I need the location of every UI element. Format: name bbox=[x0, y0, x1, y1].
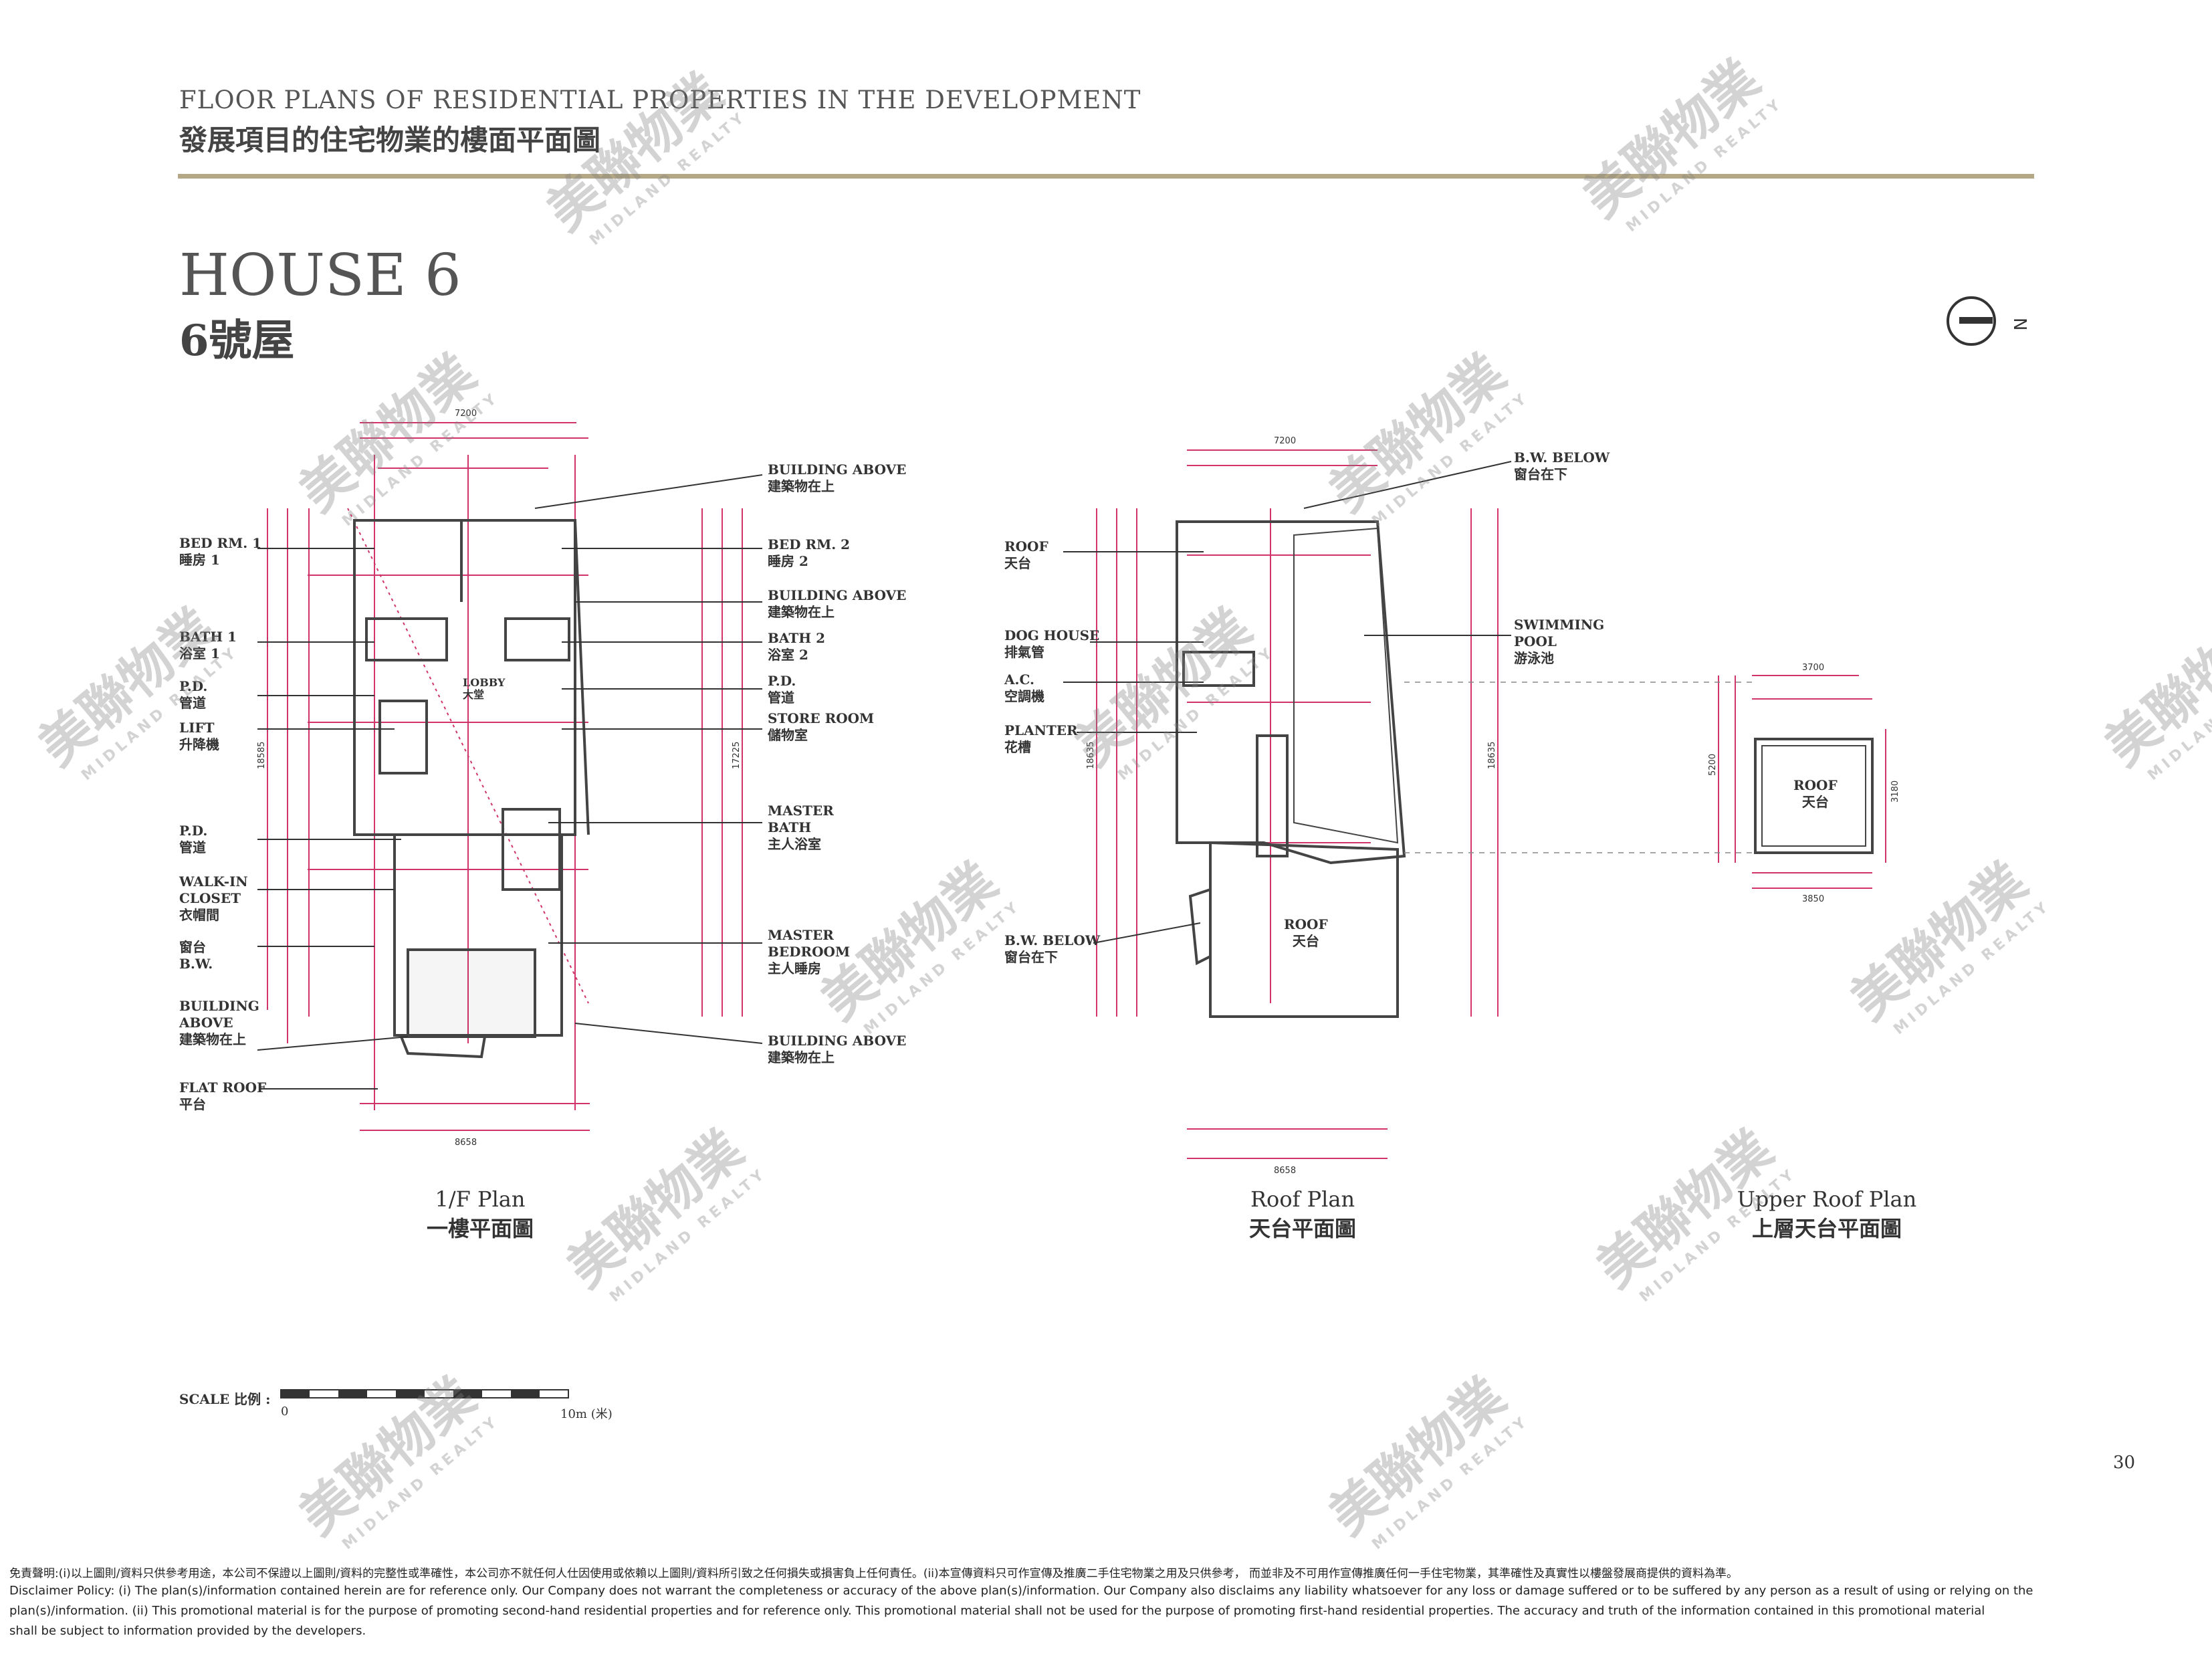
page-number: 30 bbox=[2113, 1453, 2136, 1473]
label-ac: A.C.空調機 bbox=[1004, 671, 1044, 704]
plan-1f-title-en: 1/F Plan bbox=[435, 1186, 526, 1212]
plan-upper-walls bbox=[1754, 738, 1874, 854]
dim-roof-left: 18635 bbox=[1086, 742, 1096, 769]
plan-roof-drawing bbox=[1096, 449, 1499, 1159]
header-title-zh: 發展項目的住宅物業的樓面平面圖 bbox=[179, 124, 601, 157]
leader-lines bbox=[257, 461, 1512, 1090]
north-label: N bbox=[2009, 318, 2029, 330]
label-pd-3: P.D.管道 bbox=[768, 673, 796, 706]
dim-1f-left: 18585 bbox=[257, 742, 267, 769]
dim-roof-bottom: 8658 bbox=[1274, 1166, 1296, 1176]
plan-roof-walls bbox=[1176, 520, 1406, 1018]
dim-roof-right: 18635 bbox=[1487, 742, 1497, 769]
label-upper-roof: ROOF 天台 bbox=[1793, 777, 1838, 810]
dim-1f-bottom: 8658 bbox=[455, 1138, 477, 1148]
label-pd-2: P.D.管道 bbox=[179, 823, 208, 855]
header-divider bbox=[178, 174, 2034, 179]
dim-1f-right: 17225 bbox=[732, 742, 742, 769]
dim-roof-top: 7200 bbox=[1274, 436, 1296, 446]
disclaimer-line-1: 免責聲明:(i)以上圖則/資料只供參考用途，本公司不保證以上圖則/資料的完整性或… bbox=[9, 1567, 1739, 1580]
plan-upper-title-en: Upper Roof Plan bbox=[1737, 1186, 1917, 1212]
north-arrow-icon: N bbox=[1947, 296, 2029, 346]
scale-start: 0 bbox=[281, 1405, 289, 1419]
dim-upper-right: 3180 bbox=[1890, 781, 1900, 803]
dim-upper-left: 5200 bbox=[1708, 754, 1718, 776]
header-title-en: FLOOR PLANS OF RESIDENTIAL PROPERTIES IN… bbox=[179, 86, 1141, 114]
scale-label: SCALE 比例 : bbox=[179, 1391, 271, 1407]
house-title-en: HOUSE 6 bbox=[179, 242, 461, 309]
disclaimer-line-3: plan(s)/information. (ii) This promotion… bbox=[9, 1604, 1985, 1618]
scale-end: 10m (米) bbox=[560, 1407, 613, 1421]
plan-roof-title-zh: 天台平面圖 bbox=[1248, 1216, 1356, 1241]
label-roof-terrace: ROOF 天台 bbox=[1284, 916, 1328, 949]
label-lobby: LOBBY 大堂 bbox=[463, 676, 506, 701]
dim-upper-bottom: 3850 bbox=[1802, 894, 1824, 904]
dim-upper-top: 3700 bbox=[1802, 663, 1824, 673]
label-pd: P.D.管道 bbox=[179, 678, 208, 711]
dim-1f-top: 7200 bbox=[455, 409, 477, 419]
house-title-zh: 6號屋 bbox=[179, 316, 295, 366]
disclaimer-line-2: Disclaimer Policy: (i) The plan(s)/infor… bbox=[9, 1584, 2033, 1598]
plan-upper-title-zh: 上層天台平面圖 bbox=[1751, 1216, 1902, 1241]
plan-1f-walls bbox=[353, 519, 590, 1059]
plan-roof-title-en: Roof Plan bbox=[1250, 1186, 1355, 1212]
plan-upper-drawing bbox=[1718, 675, 1886, 889]
plan-1f-title-zh: 一樓平面圖 bbox=[426, 1216, 534, 1241]
scale-bar bbox=[280, 1389, 569, 1398]
disclaimer-line-4: shall be subject to information provided… bbox=[9, 1624, 366, 1638]
